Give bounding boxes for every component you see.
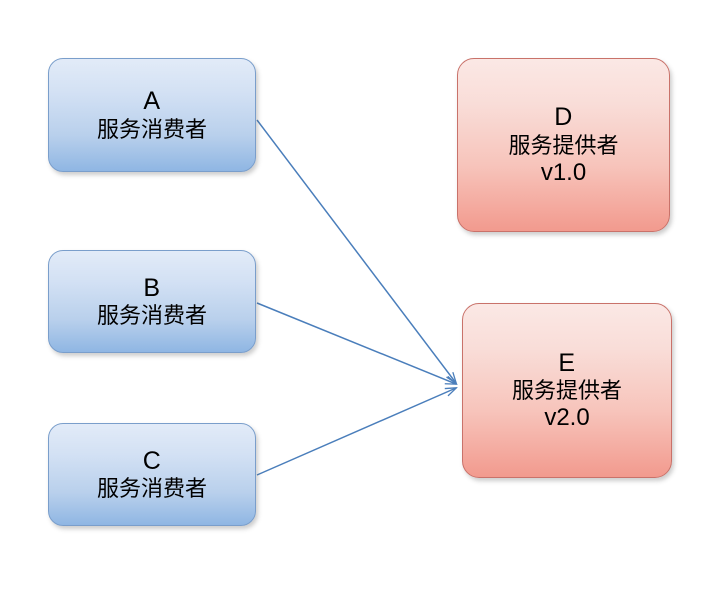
- node-d-label: 服务提供者: [508, 132, 619, 158]
- node-d-version: v1.0: [540, 158, 587, 186]
- node-d-letter: D: [554, 103, 573, 132]
- edge-c-to-e: [256, 388, 456, 476]
- node-c-service-consumer[interactable]: C 服务消费者: [48, 423, 256, 526]
- node-a-letter: A: [143, 87, 161, 116]
- node-c-label: 服务消费者: [96, 476, 207, 502]
- node-e-version: v2.0: [544, 404, 590, 432]
- node-a-label: 服务消费者: [96, 116, 207, 142]
- node-a-service-consumer[interactable]: A 服务消费者: [48, 58, 256, 172]
- node-e-letter: E: [558, 348, 576, 377]
- node-e-service-provider[interactable]: E 服务提供者 v2.0: [462, 303, 672, 478]
- node-b-service-consumer[interactable]: B 服务消费者: [48, 250, 256, 353]
- node-e-label: 服务提供者: [511, 378, 622, 404]
- edge-b-to-e: [256, 302, 456, 384]
- node-b-letter: B: [143, 273, 161, 302]
- node-b-label: 服务消费者: [96, 303, 207, 329]
- edge-a-to-e: [256, 119, 456, 383]
- node-d-service-provider[interactable]: D 服务提供者 v1.0: [457, 58, 670, 232]
- node-c-letter: C: [142, 446, 162, 475]
